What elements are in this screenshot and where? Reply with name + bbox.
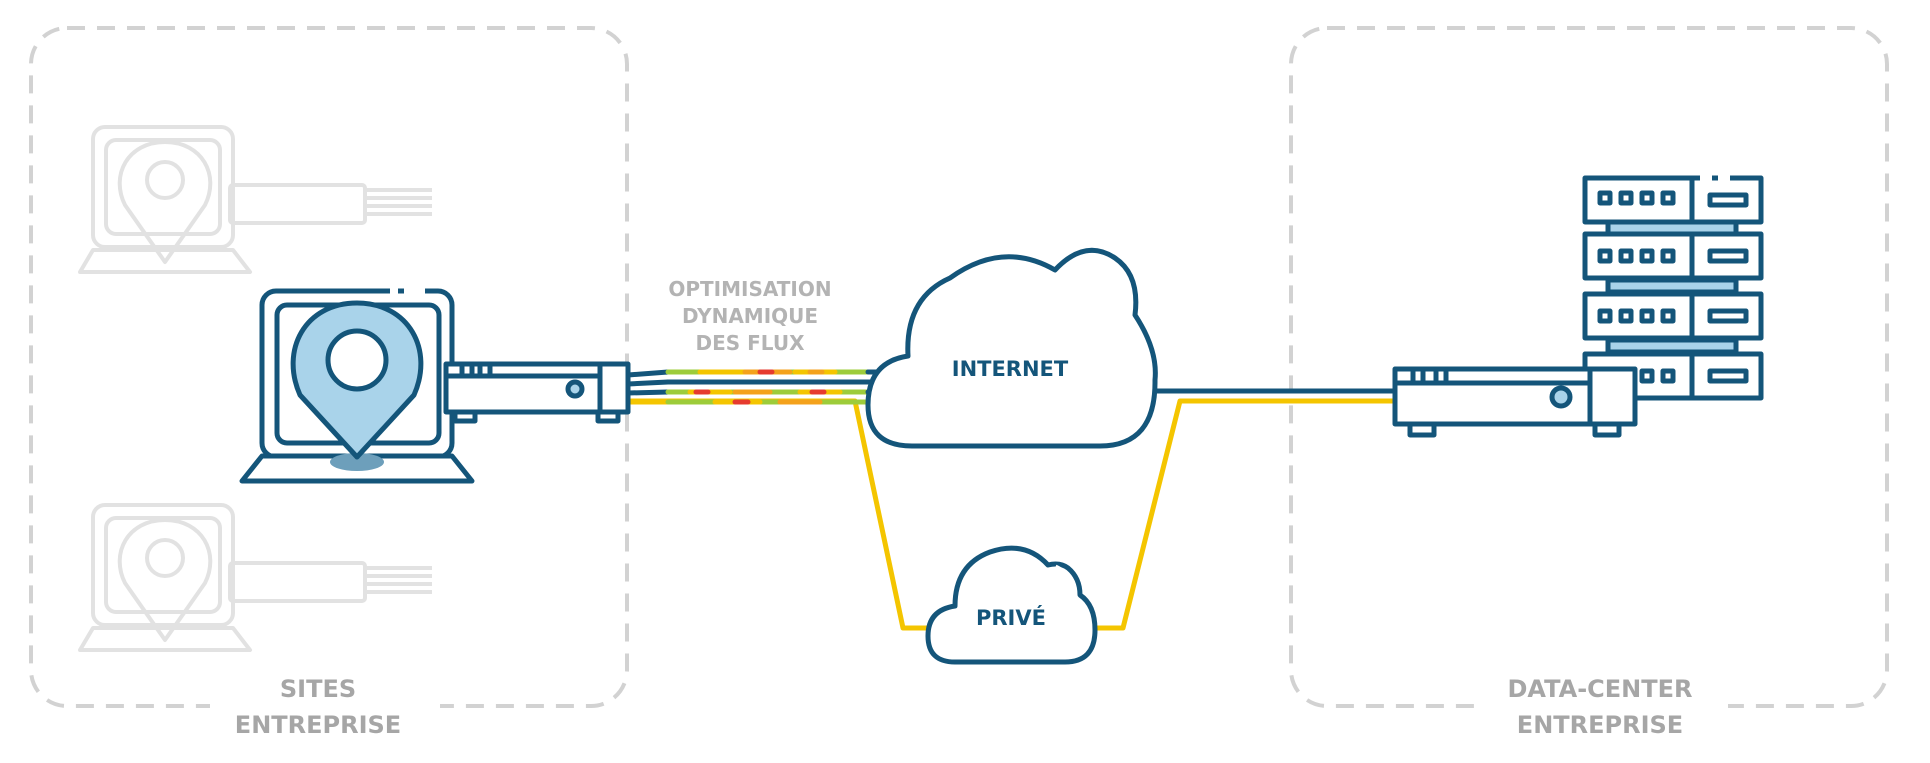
private-cloud xyxy=(925,545,1098,665)
site-router xyxy=(443,361,631,424)
datacenter-router xyxy=(1392,366,1638,438)
server-rack xyxy=(1582,175,1764,401)
datacenter-zone-label-line1: DATA-CENTER xyxy=(1507,675,1692,703)
private-cloud-label: PRIVÉ xyxy=(976,605,1046,630)
sites-zone-label-line1: SITES xyxy=(280,675,356,703)
datacenter-zone-label-line2: ENTREPRISE xyxy=(1517,711,1683,739)
pin-shadow xyxy=(330,453,384,471)
sites-zone-label-line2: ENTREPRISE xyxy=(235,711,401,739)
flow-hotspots xyxy=(687,369,843,405)
ghost-site-top xyxy=(78,125,432,274)
flow-bundle xyxy=(625,369,883,405)
internet-cloud-label: INTERNET xyxy=(952,357,1069,381)
optimisation-label-line3: DES FLUX xyxy=(696,331,806,355)
location-pin-icon xyxy=(290,300,424,460)
optimisation-label-line1: OPTIMISATION xyxy=(668,277,831,301)
ghost-site-bottom xyxy=(78,503,432,652)
optimisation-label-line2: DYNAMIQUE xyxy=(682,304,818,328)
internet-cloud xyxy=(865,247,1158,449)
